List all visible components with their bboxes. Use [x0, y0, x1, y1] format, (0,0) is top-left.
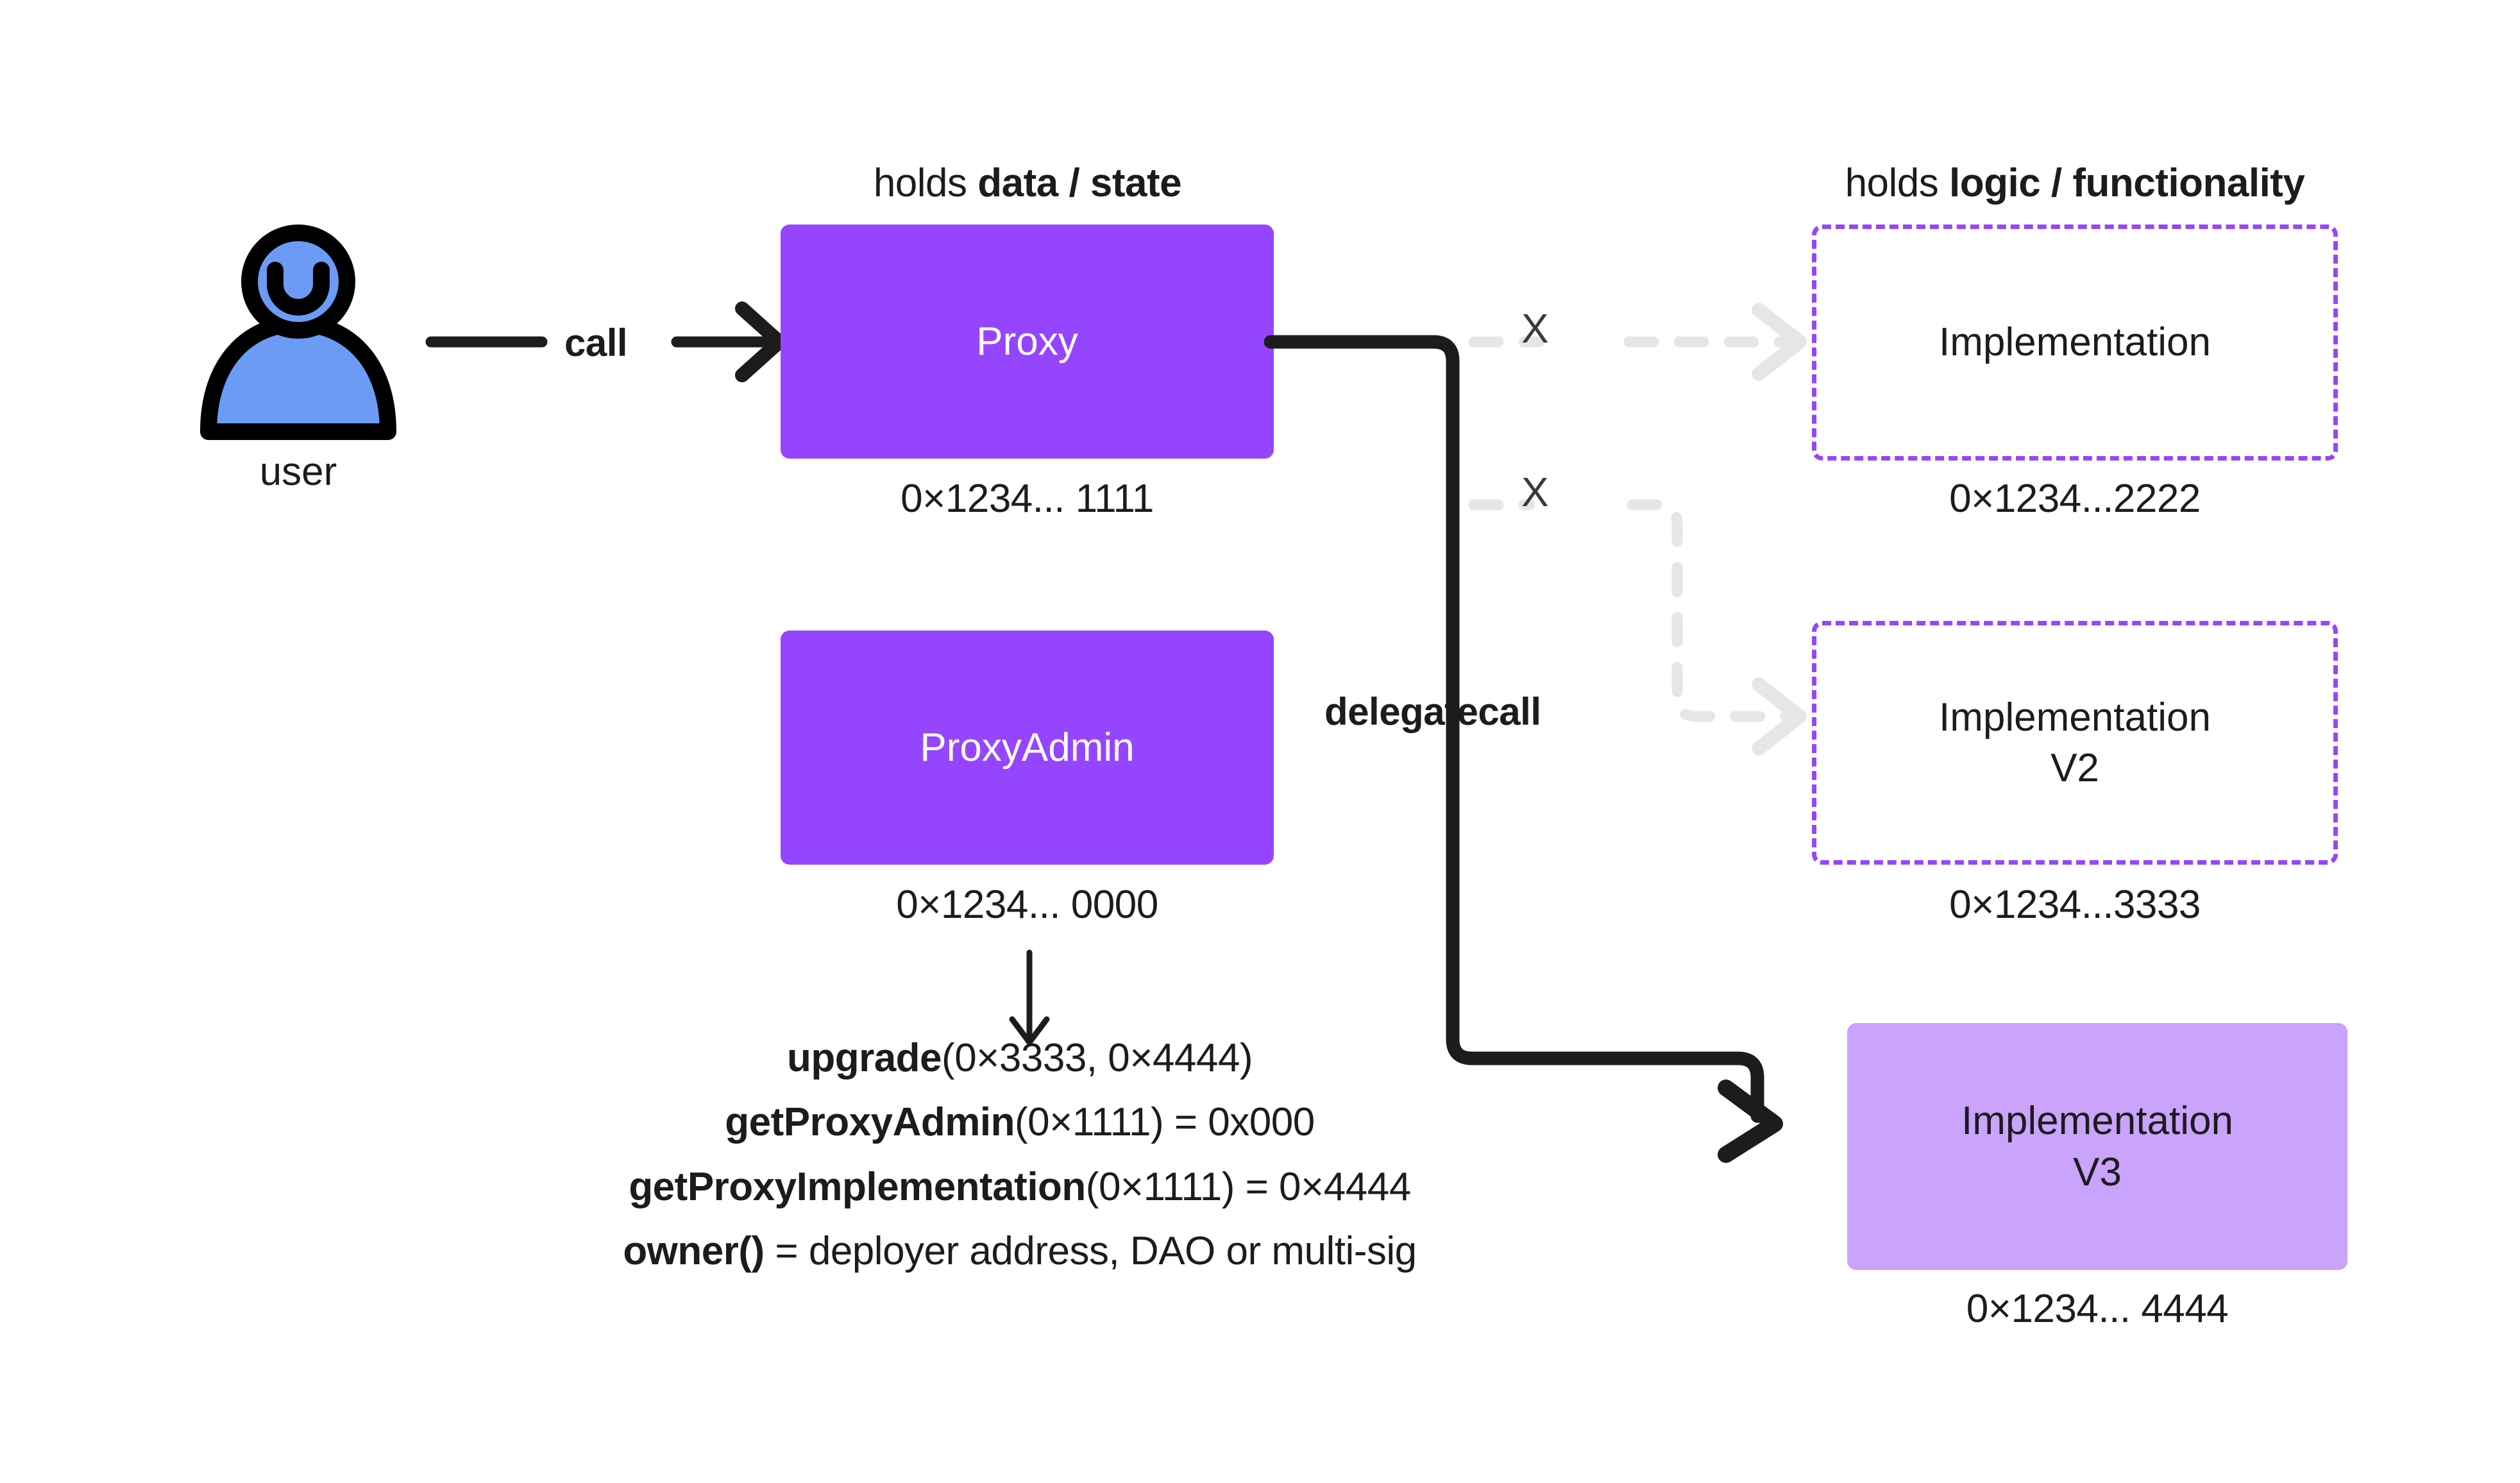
- node-implementation-v2[interactable]: Implementation V2: [1812, 621, 2338, 865]
- edge-blocked-implementation-v2: [1468, 478, 1828, 779]
- fn-name-1: getProxyAdmin: [725, 1100, 1015, 1145]
- caption-right-strong: logic / functionality: [1949, 161, 2305, 205]
- blocked-marker-2: X: [1521, 469, 1549, 515]
- edge-call-label: call: [564, 321, 628, 364]
- edge-proxy-admin-to-functions: [1001, 949, 1058, 1049]
- edge-blocked-implementation: [1468, 303, 1828, 388]
- blocked-marker-1: X: [1521, 305, 1549, 352]
- node-implementation-v3-label: Implementation V3: [1961, 1099, 2233, 1194]
- node-implementation-v3[interactable]: Implementation V3: [1847, 1023, 2347, 1270]
- node-implementation-v2-address: 0×1234...3333: [1949, 883, 2201, 927]
- caption-left-prefix: holds: [873, 161, 978, 205]
- user-label: user: [259, 450, 337, 494]
- node-proxy-admin-address: 0×1234... 0000: [896, 883, 1158, 927]
- node-implementation-label: Implementation: [1939, 320, 2211, 365]
- edge-call: [423, 301, 795, 391]
- node-proxy-admin-label: ProxyAdmin: [920, 725, 1135, 770]
- list-item: getProxyImplementation(0×1111) = 0×4444: [359, 1155, 1680, 1219]
- edge-delegatecall-label: delegatecall: [1324, 690, 1541, 733]
- list-item: upgrade(0×3333, 0×4444): [359, 1026, 1680, 1090]
- fn-name-2: getProxyImplementation: [629, 1164, 1086, 1209]
- admin-function-list: upgrade(0×3333, 0×4444) getProxyAdmin(0×…: [359, 1026, 1680, 1284]
- caption-right-prefix: holds: [1845, 161, 1950, 205]
- user-icon: [189, 225, 407, 440]
- fn-name-3: owner(): [623, 1229, 765, 1274]
- edge-delegatecall: [1264, 321, 1844, 1167]
- node-implementation[interactable]: Implementation: [1812, 225, 2338, 461]
- caption-holds-logic-functionality: holds logic / functionality: [1754, 160, 2396, 206]
- node-proxy[interactable]: Proxy: [781, 225, 1274, 459]
- fn-args-2: (0×1111) = 0×4444: [1085, 1164, 1411, 1209]
- fn-args-1: (0×1111) = 0x000: [1015, 1100, 1315, 1145]
- list-item: owner() = deployer address, DAO or multi…: [359, 1219, 1680, 1284]
- node-proxy-label: Proxy: [976, 319, 1078, 364]
- fn-args-0: (0×3333, 0×4444): [942, 1036, 1253, 1080]
- caption-left-strong: data / state: [977, 161, 1182, 205]
- node-implementation-v3-address: 0×1234... 4444: [1966, 1287, 2229, 1331]
- node-proxy-address: 0×1234... 1111: [901, 477, 1154, 521]
- caption-holds-data-state: holds data / state: [781, 160, 1274, 206]
- fn-args-3: = deployer address, DAO or multi-sig: [764, 1229, 1417, 1274]
- node-proxy-admin[interactable]: ProxyAdmin: [781, 631, 1274, 865]
- node-implementation-v2-label: Implementation V2: [1939, 695, 2211, 790]
- fn-name-0: upgrade: [786, 1036, 942, 1080]
- list-item: getProxyAdmin(0×1111) = 0x000: [359, 1090, 1680, 1155]
- node-implementation-address: 0×1234...2222: [1949, 477, 2201, 521]
